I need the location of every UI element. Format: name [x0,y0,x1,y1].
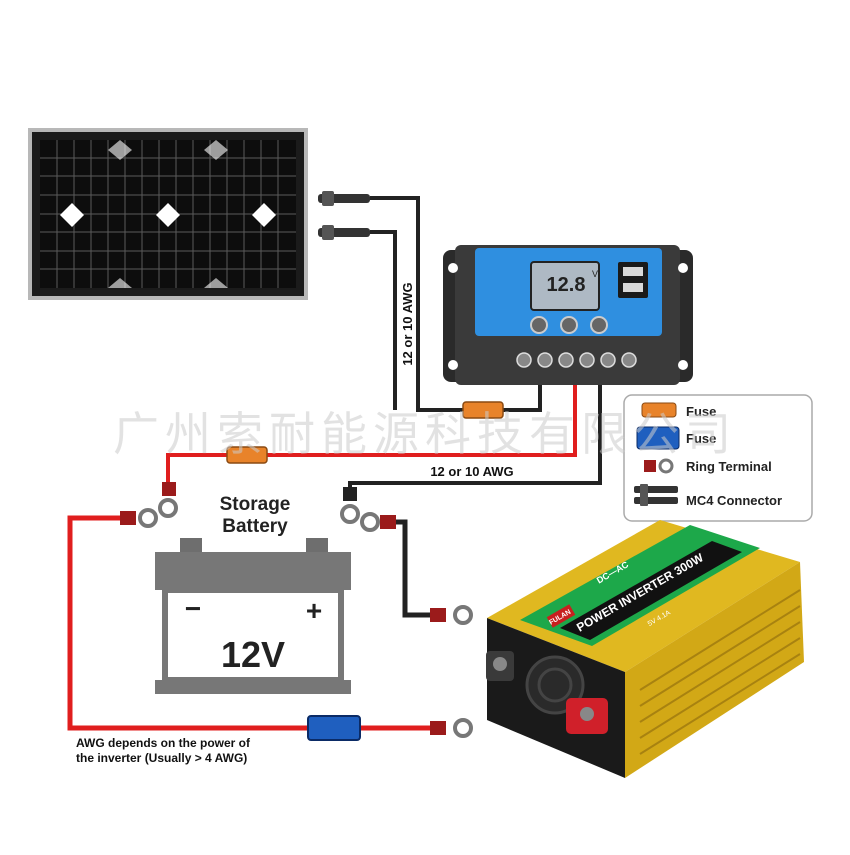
battery-title-line2: Battery [222,516,288,537]
mount-hole-br [678,360,688,370]
battery-terminal-negative [180,538,202,552]
inverter-positive-wire [67,515,440,731]
blue-fuse-icon [636,426,680,450]
inverter-title-band [560,541,742,640]
mc4-connectors [318,191,370,240]
battery-base [155,680,351,694]
storage-battery: Storage Battery − + 12V [155,494,351,694]
orange-fuse-icon [641,402,677,418]
mc4-connector-icon [634,484,678,506]
inverter-negative-wire [395,519,440,618]
ring-terminal-icon [340,487,360,524]
legend-label-fuse-blue: Fuse [686,431,716,446]
wire-gauge-label-vertical: 12 or 10 AWG [400,282,415,365]
battery-plus-label: + [306,595,322,626]
blue-fuse-icon [307,715,361,741]
legend-label-fuse-orange: Fuse [686,404,716,419]
orange-fuse-icon [462,401,504,419]
ring-terminal-icon [430,605,473,625]
mount-hole-bl [448,360,458,370]
battery-title-line1: Storage [220,494,291,515]
ring-terminal-icon [360,512,396,532]
legend-label-mc4: MC4 Connector [686,493,782,508]
charge-controller: 12.8 V [443,245,693,385]
ring-terminal-icon [430,718,473,738]
controller-lcd [530,261,600,311]
controller-button-3 [590,316,608,334]
mount-hole-tl [448,263,458,273]
battery-minus-label: − [185,593,201,624]
battery-positive-wire [166,385,577,488]
legend-box: Fuse Fuse Ring Terminal MC4 Connector [623,394,813,522]
battery-terminal-positive [306,538,328,552]
battery-body [162,587,344,683]
watermark-text: 广州索耐能源科技有限公司 [113,407,737,461]
orange-fuse-icon [226,446,268,464]
controller-display-unit: V [592,269,598,279]
ring-terminals [120,482,473,738]
usb-port-1 [623,267,643,276]
solar-panel-diamonds [60,140,276,288]
power-inverter: POWER INVERTER 300W DC—AC FULAN 5V 4.1A [486,520,804,778]
panel-wire-black-2 [370,230,397,410]
controller-button-2 [560,316,578,334]
battery-voltage-label: 12V [221,634,285,675]
awg-note-line2: the inverter (Usually > 4 AWG) [76,751,247,765]
battery-top [155,552,351,590]
inverter-brand-badge [546,604,576,628]
fuse-controller-line [462,401,504,419]
ring-terminal-icon [158,482,178,518]
ring-terminal-icon [120,508,158,528]
panel-wire-black [370,196,542,412]
wire-gauge-label-horizontal: 12 or 10 AWG [430,464,513,479]
controller-terminals [516,352,637,368]
ring-terminal-icon [644,458,674,474]
controller-button-1 [530,316,548,334]
controller-display-value: 12.8 [547,274,586,296]
legend-label-ring-terminal: Ring Terminal [686,459,772,474]
usb-port-2 [623,283,643,292]
solar-panel [28,128,308,300]
wires [67,196,602,731]
awg-note-line1: AWG depends on the power of [76,736,251,750]
mount-hole-tr [678,263,688,273]
inverter-fins [639,589,801,755]
fuse-battery-line [226,446,268,464]
